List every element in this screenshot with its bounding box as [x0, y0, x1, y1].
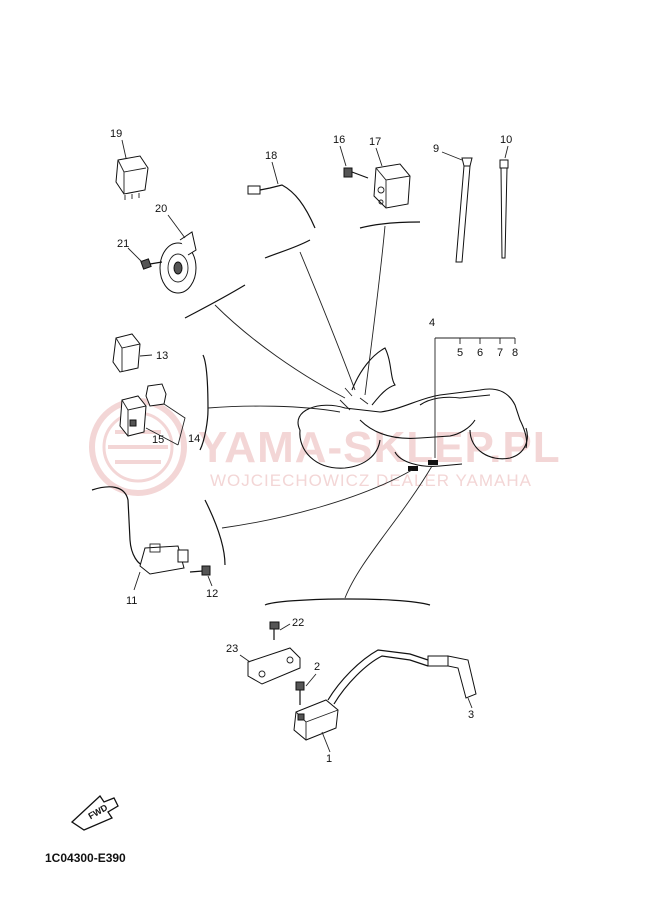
- bracket-23[interactable]: [247, 647, 301, 685]
- leader-relays: [207, 405, 341, 413]
- lead-18[interactable]: [247, 184, 316, 229]
- bracket-lead: [264, 239, 311, 259]
- label-part-15: 15: [152, 434, 164, 446]
- ignition-coil-1[interactable]: [293, 699, 339, 741]
- label-part-23: 23: [226, 643, 238, 655]
- leader-coil: [344, 465, 433, 599]
- watermark-brand: YAMA-SKLEP.PL: [198, 423, 561, 472]
- label-part-1: 1: [326, 753, 332, 765]
- relay-15[interactable]: [119, 395, 147, 437]
- diagram-code: 1C04300-E390: [45, 851, 126, 865]
- label-part-8: 8: [512, 347, 518, 359]
- part-labels: 19 20 21 18 16 17 9 10 4 5 6 7 8 13 14 1…: [110, 128, 518, 765]
- relay-14[interactable]: [145, 383, 167, 407]
- harness-branch-lines: [435, 337, 516, 344]
- fwd-arrow-icon: FWD: [70, 795, 119, 831]
- leader-14: [145, 403, 186, 446]
- label-part-21: 21: [117, 238, 129, 250]
- bracket-relays: [199, 354, 209, 451]
- label-part-9: 9: [433, 143, 439, 155]
- leader-lead: [299, 251, 356, 391]
- motorcycle-outline: [297, 347, 528, 471]
- bracket-coil: [264, 598, 431, 606]
- bolt-16[interactable]: [343, 167, 369, 179]
- coil-location-marker: [408, 466, 418, 471]
- bracket-horn: [184, 284, 246, 319]
- bolt-21[interactable]: [140, 258, 163, 270]
- watermark: YAMA-SKLEP.PL WOJCIECHOWICZ DEALER YAMAH…: [89, 398, 561, 496]
- label-part-19: 19: [110, 128, 122, 140]
- bracket-sensor: [204, 499, 226, 566]
- label-part-7: 7: [497, 347, 503, 359]
- relay-13[interactable]: [112, 333, 141, 373]
- label-part-16: 16: [333, 134, 345, 146]
- label-part-13: 13: [156, 350, 168, 362]
- label-part-6: 6: [477, 347, 483, 359]
- label-part-14: 14: [188, 433, 200, 445]
- screw-12[interactable]: [189, 565, 211, 576]
- label-part-3: 3: [468, 709, 474, 721]
- label-part-4: 4: [429, 317, 435, 329]
- harness-location-marker: [428, 460, 438, 465]
- bolt-22[interactable]: [269, 621, 280, 640]
- screw-2[interactable]: [295, 681, 305, 705]
- label-part-18: 18: [265, 150, 277, 162]
- relay-19[interactable]: [115, 155, 149, 200]
- cable-tie-10[interactable]: [499, 159, 509, 259]
- cable-tie-9[interactable]: [455, 157, 473, 263]
- label-part-22: 22: [292, 617, 304, 629]
- regulator-17[interactable]: [373, 163, 411, 209]
- label-part-17: 17: [369, 136, 381, 148]
- plug-cap-3[interactable]: [327, 649, 477, 705]
- label-part-12: 12: [206, 588, 218, 600]
- sensor-11[interactable]: [91, 486, 189, 575]
- horn-20[interactable]: [159, 231, 197, 294]
- bracket-regulator: [359, 221, 421, 229]
- watermark-subline: WOJCIECHOWICZ DEALER YAMAHA: [210, 471, 532, 490]
- leader-horn: [214, 304, 346, 399]
- label-part-11: 11: [126, 595, 137, 607]
- label-part-5: 5: [457, 347, 463, 359]
- leader-regulator: [364, 225, 386, 396]
- leader-sensor: [221, 469, 413, 529]
- label-part-20: 20: [155, 203, 167, 215]
- label-part-10: 10: [500, 134, 512, 146]
- label-part-2: 2: [314, 661, 320, 673]
